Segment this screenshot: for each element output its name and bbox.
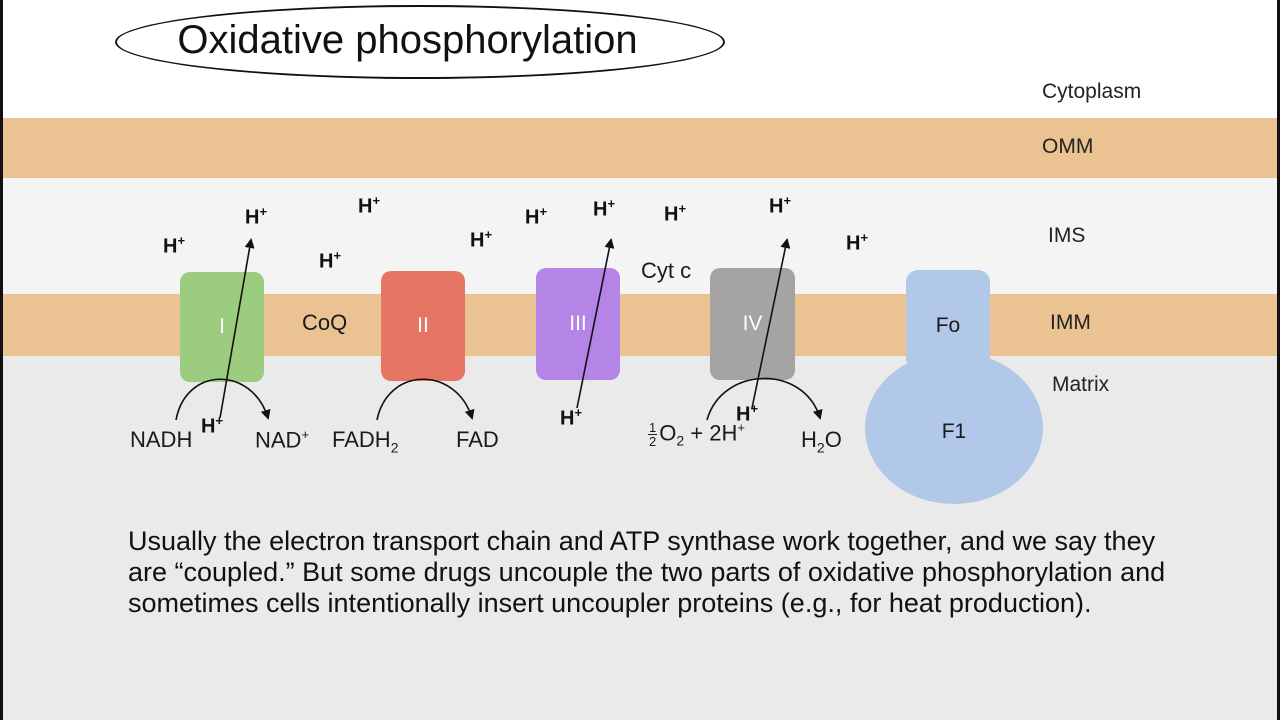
- complex-ii-label: II: [417, 314, 429, 337]
- proton-charge: +: [783, 193, 792, 208]
- half-fraction: 1 2: [648, 420, 658, 450]
- oxygen-protons: + 2H: [684, 420, 738, 446]
- title-ellipse: [115, 5, 725, 79]
- oxygen-protons-charge: +: [737, 420, 745, 435]
- fadh2-label: FADH2: [332, 427, 398, 455]
- right-edge: [1277, 0, 1280, 720]
- proton-symbol: H: [560, 407, 575, 430]
- region-label-matrix: Matrix: [1052, 373, 1110, 396]
- proton-pump-arrow-iii: [576, 238, 615, 409]
- proton-ims-3: H+: [358, 193, 380, 219]
- proton-symbol: H: [593, 198, 608, 221]
- proton-ims-5: H+: [470, 227, 492, 253]
- proton-ims-7: H+: [593, 196, 615, 222]
- proton-ims-10: H+: [846, 230, 868, 256]
- fadh-base: FADH: [332, 427, 391, 452]
- complex-iv-label: IV: [742, 312, 763, 335]
- reaction-arc-fadh2: [376, 378, 475, 421]
- fo-subunit-label-wrap: Fo: [906, 306, 990, 346]
- proton-charge: +: [607, 196, 616, 211]
- proton-charge: +: [259, 204, 268, 219]
- proton-charge: +: [860, 230, 869, 245]
- proton-matrix-1: H+: [201, 413, 223, 439]
- reaction-arc-nadh: [175, 378, 271, 421]
- fadh-subscript: 2: [390, 439, 399, 456]
- proton-charge: +: [539, 204, 548, 219]
- proton-matrix-2: H+: [560, 405, 582, 431]
- fraction-denominator: 2: [649, 434, 657, 450]
- oxygen-subscript: 2: [676, 432, 685, 449]
- left-edge: [0, 0, 3, 720]
- water-label: H2O: [801, 427, 842, 455]
- coq-label: CoQ: [302, 310, 348, 335]
- proton-charge: +: [215, 413, 224, 428]
- proton-symbol: H: [245, 206, 260, 229]
- proton-ims-8: H+: [664, 201, 686, 227]
- water-h: H: [801, 427, 817, 452]
- proton-charge: +: [333, 248, 342, 263]
- nad-charge: +: [301, 427, 310, 442]
- proton-ims-2: H+: [245, 204, 267, 230]
- reaction-arc-oxygen: [706, 377, 823, 421]
- complex-iii: III: [536, 268, 620, 380]
- fad-label: FAD: [456, 427, 499, 452]
- nad-base: NAD: [255, 427, 302, 453]
- body-paragraph: Usually the electron transport chain and…: [128, 526, 1166, 618]
- proton-charge: +: [177, 233, 186, 248]
- fo-label: Fo: [935, 314, 961, 337]
- proton-charge: +: [484, 227, 493, 242]
- cyt-c-label: Cyt c: [641, 258, 692, 283]
- proton-symbol: H: [358, 195, 373, 218]
- proton-charge: +: [678, 201, 687, 216]
- complex-i-label: I: [219, 315, 225, 338]
- region-label-ims: IMS: [1048, 224, 1086, 247]
- proton-matrix-3: H+: [736, 401, 758, 427]
- proton-ims-1: H+: [163, 233, 185, 259]
- region-label-cytoplasm: Cytoplasm: [1042, 80, 1142, 103]
- oxygen-symbol: O: [659, 420, 677, 446]
- page-title: Oxidative phosphorylation: [177, 18, 638, 62]
- proton-symbol: H: [470, 229, 485, 252]
- fraction-numerator: 1: [648, 420, 658, 436]
- proton-symbol: H: [201, 415, 216, 438]
- proton-symbol: H: [163, 235, 178, 258]
- proton-symbol: H: [736, 403, 751, 426]
- complex-i: I: [180, 272, 264, 382]
- proton-symbol: H: [769, 195, 784, 218]
- f1-label: F1: [941, 420, 967, 443]
- matrix-region: [3, 356, 1277, 720]
- proton-symbol: H: [846, 232, 861, 255]
- proton-symbol: H: [664, 203, 679, 226]
- proton-pump-arrow-iv: [751, 238, 791, 409]
- nad-plus-label: NAD+: [255, 427, 309, 453]
- proton-pump-arrow-i: [219, 238, 255, 419]
- proton-charge: +: [372, 193, 381, 208]
- proton-symbol: H: [525, 206, 540, 229]
- proton-charge: +: [574, 405, 583, 420]
- proton-charge: +: [750, 401, 759, 416]
- complex-ii: II: [381, 271, 465, 381]
- proton-ims-6: H+: [525, 204, 547, 230]
- oxygen-reactant-label: 1 2 O2 + 2H+: [648, 420, 745, 449]
- complex-iv: IV: [710, 268, 795, 380]
- f1-subunit-label-wrap: F1: [914, 412, 994, 452]
- water-subscript: 2: [816, 439, 825, 456]
- nadh-label: NADH: [130, 427, 193, 452]
- complex-iii-label: III: [569, 312, 587, 335]
- proton-symbol: H: [319, 250, 334, 273]
- water-o: O: [824, 427, 842, 452]
- omm-band: [3, 118, 1277, 178]
- proton-ims-4: H+: [319, 248, 341, 274]
- proton-ims-9: H+: [769, 193, 791, 219]
- region-label-omm: OMM: [1042, 135, 1094, 158]
- title-block: Oxidative phosphorylation: [115, 5, 725, 79]
- region-label-imm: IMM: [1050, 311, 1091, 334]
- atp-synthase-shape: [865, 270, 1043, 504]
